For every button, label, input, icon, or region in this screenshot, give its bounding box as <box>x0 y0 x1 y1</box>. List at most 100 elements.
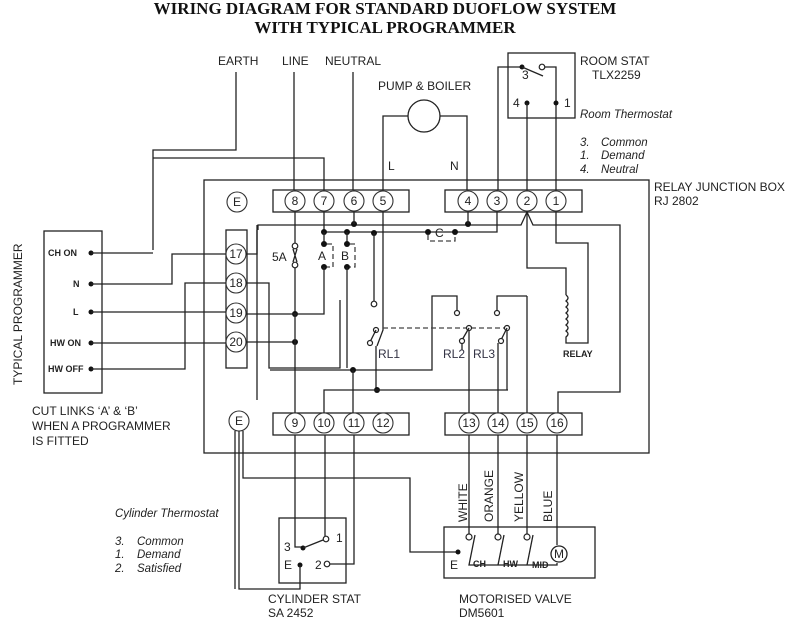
wire-blue: BLUE <box>541 491 555 522</box>
top-left-terminal-strip <box>272 189 410 213</box>
programmer-terminal-ch-on: CH ON <box>48 248 77 258</box>
terminal-17: 17 <box>229 247 243 261</box>
terminal-5: 5 <box>380 194 387 208</box>
room-stat-terminal-4: 4 <box>513 96 520 110</box>
room-stat-legend-2: Demand <box>601 150 645 162</box>
link-a <box>327 243 334 268</box>
terminal-6: 6 <box>351 194 358 208</box>
pump-boiler: PUMP & BOILER L N <box>378 79 471 190</box>
cylinder-terminal-e: E <box>284 558 292 572</box>
terminal-1: 1 <box>553 194 560 208</box>
relay-coil <box>555 212 589 344</box>
programmer-terminal-hw-on: HW ON <box>50 338 81 348</box>
terminal-15: 15 <box>520 416 534 430</box>
internal-wiring: C A B 5A <box>153 157 621 413</box>
cylinder-legend-num-2: 1. <box>115 549 125 561</box>
motorised-valve: WHITE ORANGE YELLOW BLUE E CH HW MID M M… <box>443 435 596 620</box>
terminal-16: 16 <box>550 416 564 430</box>
programmer-note-line-3: IS FITTED <box>32 434 89 448</box>
terminal-11: 11 <box>348 416 361 430</box>
pump-l-label: L <box>388 159 395 173</box>
cylinder-stat-title: CYLINDER STAT <box>268 592 362 606</box>
relay-contact-rl1: RL1 <box>378 347 400 361</box>
cylinder-legend-2: Demand <box>137 549 181 561</box>
relay-contact-rl3: RL3 <box>473 347 495 361</box>
room-stat-box <box>507 52 576 119</box>
junction-box-title: RELAY JUNCTION BOX <box>654 180 785 194</box>
earth-supply-label: EARTH <box>218 54 258 68</box>
room-stat-subtitle: Room Thermostat <box>580 109 673 121</box>
valve-box <box>443 526 596 579</box>
room-stat-model: TLX2259 <box>592 68 641 82</box>
supply-wires <box>152 72 354 250</box>
top-right-terminal-strip <box>444 189 583 213</box>
valve-switch-mid: MID <box>532 560 549 570</box>
terminal-19: 19 <box>229 306 243 320</box>
programmer-terminal-n: N <box>73 279 80 289</box>
valve-motor-label: M <box>554 547 564 561</box>
room-stat-legend-num-3: 4. <box>580 164 590 176</box>
wire-white: WHITE <box>456 483 470 522</box>
side-terminal-strip <box>225 229 248 369</box>
pump-n-label: N <box>450 159 459 173</box>
link-b <box>350 243 356 268</box>
programmer-terminal-l: L <box>73 307 79 317</box>
terminal-8: 8 <box>292 194 299 208</box>
bottom-right-terminal-strip <box>444 412 583 436</box>
cylinder-terminal-3: 3 <box>284 540 291 554</box>
wire-yellow: YELLOW <box>512 471 526 522</box>
programmer-note-line-1: CUT LINKS ‘A’ & ‘B’ <box>32 404 138 418</box>
bottom-left-terminal-strip <box>272 412 410 436</box>
title-line-2: WITH TYPICAL PROGRAMMER <box>254 18 516 37</box>
valve-switch-hw: HW <box>503 559 518 569</box>
terminal-4: 4 <box>465 194 472 208</box>
terminal-13: 13 <box>462 416 476 430</box>
terminal-7: 7 <box>321 194 328 208</box>
earth-wire-to-valve <box>242 431 458 553</box>
terminal-14: 14 <box>491 416 505 430</box>
wire-orange: ORANGE <box>482 470 496 522</box>
terminal-3: 3 <box>494 194 501 208</box>
terminal-9: 9 <box>292 416 299 430</box>
cylinder-stat-box <box>278 517 347 584</box>
relay-junction-box: RELAY JUNCTION BOX RJ 2802 E 8 7 6 5 4 3… <box>153 157 785 454</box>
valve-earth-label: E <box>450 558 458 572</box>
room-stat-legend-num-1: 3. <box>580 137 590 149</box>
cylinder-stat-model: SA 2452 <box>268 606 314 620</box>
junction-box-outline <box>203 179 650 454</box>
cylinder-legend-3: Satisfied <box>137 563 182 575</box>
pump-symbol <box>407 99 441 133</box>
link-b-label: B <box>341 249 349 263</box>
room-stat-title: ROOM STAT <box>580 54 650 68</box>
valve-title: MOTORISED VALVE <box>459 592 572 606</box>
room-stat-legend-num-2: 1. <box>580 150 590 162</box>
cylinder-legend-1: Common <box>137 536 184 548</box>
bottom-left-terminals: 9 10 11 12 <box>284 412 394 434</box>
room-stat-terminal-1: 1 <box>564 96 571 110</box>
junction-box-model: RJ 2802 <box>654 194 699 208</box>
link-c <box>427 235 456 242</box>
terminal-20: 20 <box>229 335 243 349</box>
terminal-12: 12 <box>376 416 390 430</box>
programmer-title: TYPICAL PROGRAMMER <box>11 243 25 385</box>
valve-model: DM5601 <box>459 606 505 620</box>
room-stat-legend-3: Neutral <box>601 164 639 176</box>
terminal-10: 10 <box>317 416 331 430</box>
programmer-note-line-2: WHEN A PROGRAMMER <box>32 419 171 433</box>
bottom-earth-terminal: E <box>228 410 250 432</box>
top-right-terminals: 4 3 2 1 <box>457 190 567 212</box>
title-line-1: WIRING DIAGRAM FOR STANDARD DUOFLOW SYST… <box>154 0 617 18</box>
side-terminals: 17 18 19 20 <box>225 243 247 353</box>
cylinder-stat: Cylinder Thermostat 3. Common 1. Demand … <box>114 431 362 620</box>
bottom-right-terminals: 13 14 15 16 <box>458 412 568 434</box>
bottom-earth-label: E <box>235 414 243 428</box>
fuse-label: 5A <box>272 250 287 264</box>
cylinder-stat-subtitle: Cylinder Thermostat <box>115 508 219 520</box>
link-a-label: A <box>318 249 326 263</box>
top-left-terminals: 8 7 6 5 <box>284 190 394 212</box>
pump-boiler-label: PUMP & BOILER <box>378 79 471 93</box>
top-earth-label: E <box>233 195 241 209</box>
valve-motor-icon <box>550 545 568 563</box>
relay-label: RELAY <box>563 349 593 359</box>
